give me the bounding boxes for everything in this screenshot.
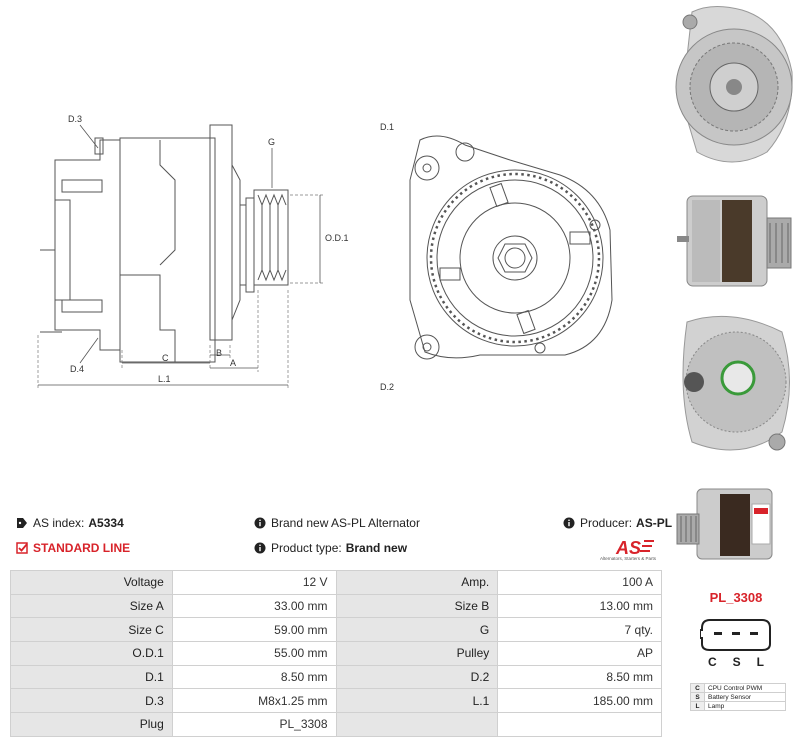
alternator-label-photo — [676, 488, 773, 560]
alternator-front-photo — [675, 6, 793, 163]
spec-value: 13.00 mm — [497, 593, 662, 619]
product-type: Product type: Brand new — [254, 541, 407, 555]
spec-value: 59.00 mm — [171, 617, 337, 643]
info-icon — [254, 517, 266, 529]
legend-code: S — [690, 692, 705, 702]
spec-value: 7 qty. — [497, 617, 662, 643]
label-g: G — [268, 137, 275, 147]
as-index-value: A5334 — [88, 516, 124, 530]
spec-value: PL_3308 — [171, 712, 337, 737]
tag-icon — [17, 518, 27, 528]
spec-label: Size B — [335, 593, 499, 619]
spec-value: M8x1.25 mm — [171, 688, 337, 714]
drawing-labels: D.3 D.4 G O.D.1 B A C L.1 D.1 D.2 — [68, 114, 394, 392]
label-od1: O.D.1 — [325, 233, 349, 243]
pin-s: S — [732, 655, 741, 669]
spec-label: Pulley — [335, 641, 499, 666]
label-a: A — [230, 358, 236, 368]
spec-value: 33.00 mm — [171, 593, 337, 619]
producer: Producer: AS-PL — [563, 516, 672, 530]
alternator-rear-photo — [682, 315, 790, 451]
spec-value: 12 V — [171, 570, 337, 595]
label-d1: D.1 — [380, 122, 394, 132]
plug-pin-letters: C S L — [700, 655, 772, 669]
info-icon — [254, 542, 266, 554]
standard-line-label: STANDARD LINE — [33, 541, 131, 555]
spec-label: D.3 — [10, 688, 173, 714]
info-icon — [563, 517, 575, 529]
technical-drawing: D.3 D.4 G O.D.1 B A C L.1 D.1 D.2 — [37, 114, 613, 392]
logo-tagline: Alternators, Starters & Parts — [599, 556, 657, 561]
label-c: C — [162, 353, 169, 363]
alternator-side-photo — [677, 195, 792, 287]
producer-value: AS-PL — [636, 516, 673, 530]
spec-value: 100 A — [497, 570, 662, 595]
spec-label: Plug — [10, 712, 173, 737]
standard-line: STANDARD LINE — [16, 541, 130, 555]
plug-connector-icon — [700, 619, 771, 651]
label-d3: D.3 — [68, 114, 82, 124]
pin-l: L — [756, 655, 764, 669]
pin-c: C — [707, 655, 717, 669]
plug-title: PL_3308 — [709, 590, 763, 605]
spec-value — [497, 712, 662, 737]
spec-label: Size A — [10, 593, 173, 619]
spec-value: 8.50 mm — [497, 664, 662, 690]
brand-description: Brand new AS-PL Alternator — [254, 516, 420, 530]
spec-value: 185.00 mm — [497, 688, 662, 714]
spec-label: Size C — [10, 617, 173, 643]
product-type-label: Product type: — [271, 541, 342, 555]
spec-label: Amp. — [335, 570, 499, 595]
label-d2: D.2 — [380, 382, 394, 392]
brand-description-text: Brand new AS-PL Alternator — [271, 516, 420, 530]
label-d4: D.4 — [70, 364, 84, 374]
spec-value: 55.00 mm — [171, 641, 337, 666]
spec-label: O.D.1 — [10, 641, 173, 666]
spec-label: D.2 — [335, 664, 499, 690]
spec-label: Voltage — [10, 570, 173, 595]
spec-label: L.1 — [335, 688, 499, 714]
legend-description: CPU Control PWM — [704, 683, 786, 693]
as-index-label: AS index: — [33, 516, 85, 530]
legend-code: C — [690, 683, 705, 693]
logo-mark: AS — [615, 538, 641, 558]
label-l1: L.1 — [158, 374, 171, 384]
legend-code: L — [690, 701, 705, 711]
as-pl-logo: AS — [615, 538, 654, 558]
producer-label: Producer: — [580, 516, 633, 530]
checkbox-icon — [16, 542, 28, 554]
spec-label: G — [335, 617, 499, 643]
spec-value: 8.50 mm — [171, 664, 337, 690]
product-type-value: Brand new — [345, 541, 408, 555]
legend-description: Lamp — [704, 701, 786, 711]
spec-value: AP — [497, 641, 662, 666]
spec-label — [335, 712, 499, 737]
spec-label: D.1 — [10, 664, 173, 690]
legend-description: Battery Sensor — [704, 692, 786, 702]
as-index: AS index: A5334 — [16, 516, 124, 530]
label-b: B — [216, 348, 222, 358]
